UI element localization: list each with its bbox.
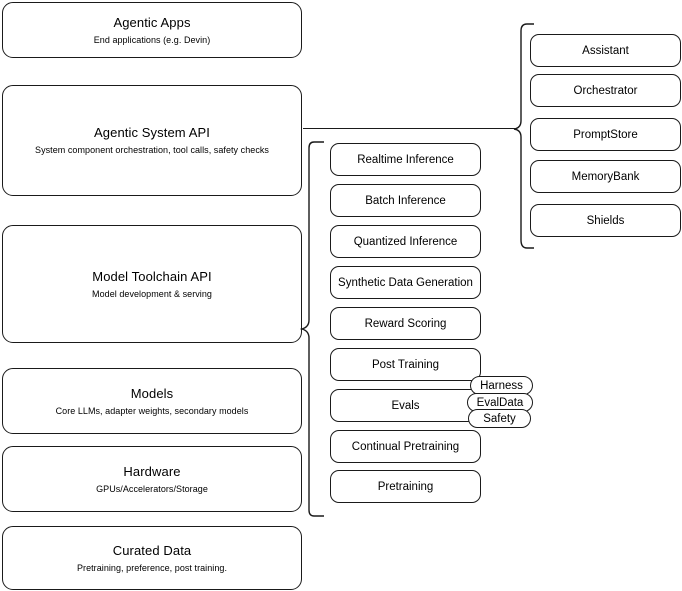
evals-tag-evaldata[interactable]: EvalData bbox=[467, 393, 533, 412]
layer-box-agentic-system-api[interactable]: Agentic System API System component orch… bbox=[2, 85, 302, 196]
layer-box-model-toolchain-api[interactable]: Model Toolchain API Model development & … bbox=[2, 225, 302, 343]
layer-box-models[interactable]: Models Core LLMs, adapter weights, secon… bbox=[2, 368, 302, 434]
agentic-component-promptstore[interactable]: PromptStore bbox=[530, 118, 681, 151]
toolchain-item-continual-pretraining[interactable]: Continual Pretraining bbox=[330, 430, 481, 463]
agentic-component-orchestrator[interactable]: Orchestrator bbox=[530, 74, 681, 107]
toolchain-bracket bbox=[300, 140, 326, 518]
layer-box-agentic-apps[interactable]: Agentic Apps End applications (e.g. Devi… bbox=[2, 2, 302, 58]
chip-label: Orchestrator bbox=[573, 84, 638, 97]
chip-label: Reward Scoring bbox=[364, 317, 447, 330]
evals-tag-harness[interactable]: Harness bbox=[470, 376, 533, 395]
agentic-component-memorybank[interactable]: MemoryBank bbox=[530, 160, 681, 193]
chip-label: PromptStore bbox=[573, 128, 638, 141]
pill-label: Harness bbox=[480, 379, 523, 392]
layer-subtitle: Model development & serving bbox=[92, 288, 212, 299]
layer-title: Curated Data bbox=[112, 542, 192, 558]
agentic-component-shields[interactable]: Shields bbox=[530, 204, 681, 237]
toolchain-item-batch-inference[interactable]: Batch Inference bbox=[330, 184, 481, 217]
layer-subtitle: System component orchestration, tool cal… bbox=[35, 145, 269, 155]
chip-label: Pretraining bbox=[377, 480, 434, 493]
layer-title: Agentic System API bbox=[94, 125, 210, 140]
evals-tag-safety[interactable]: Safety bbox=[468, 409, 531, 428]
pill-label: Safety bbox=[483, 412, 516, 425]
toolchain-item-realtime-inference[interactable]: Realtime Inference bbox=[330, 143, 481, 176]
layer-title: Hardware bbox=[123, 463, 181, 479]
toolchain-item-evals[interactable]: Evals bbox=[330, 389, 481, 422]
toolchain-item-post-training[interactable]: Post Training bbox=[330, 348, 481, 381]
chip-label: Post Training bbox=[371, 358, 440, 371]
toolchain-item-quantized-inference[interactable]: Quantized Inference bbox=[330, 225, 481, 258]
connector-agentic-system-to-components bbox=[303, 128, 517, 130]
agentic-component-assistant[interactable]: Assistant bbox=[530, 34, 681, 67]
layer-title: Models bbox=[130, 385, 174, 401]
layer-title: Model Toolchain API bbox=[92, 268, 212, 284]
chip-label: Assistant bbox=[582, 44, 629, 57]
layer-subtitle: Pretraining, preference, post training. bbox=[76, 562, 228, 573]
layer-title: Agentic Apps bbox=[113, 14, 191, 30]
layer-box-curated-data[interactable]: Curated Data Pretraining, preference, po… bbox=[2, 526, 302, 590]
chip-label: Realtime Inference bbox=[357, 153, 454, 166]
toolchain-item-synthetic-data-generation[interactable]: Synthetic Data Generation bbox=[330, 266, 481, 299]
chip-label: Shields bbox=[586, 214, 625, 227]
chip-label: Quantized Inference bbox=[353, 235, 458, 248]
chip-label: Evals bbox=[391, 399, 420, 412]
layer-subtitle: Core LLMs, adapter weights, secondary mo… bbox=[55, 405, 249, 416]
toolchain-item-pretraining[interactable]: Pretraining bbox=[330, 470, 481, 503]
chip-label: MemoryBank bbox=[571, 170, 640, 183]
layer-subtitle: GPUs/Accelerators/Storage bbox=[96, 483, 208, 494]
chip-label: Continual Pretraining bbox=[351, 440, 460, 453]
chip-label: Synthetic Data Generation bbox=[338, 276, 473, 289]
layer-subtitle: End applications (e.g. Devin) bbox=[93, 34, 211, 45]
layer-box-hardware[interactable]: Hardware GPUs/Accelerators/Storage bbox=[2, 446, 302, 512]
chip-label: Batch Inference bbox=[365, 194, 446, 207]
toolchain-item-reward-scoring[interactable]: Reward Scoring bbox=[330, 307, 481, 340]
pill-label: EvalData bbox=[476, 396, 524, 409]
